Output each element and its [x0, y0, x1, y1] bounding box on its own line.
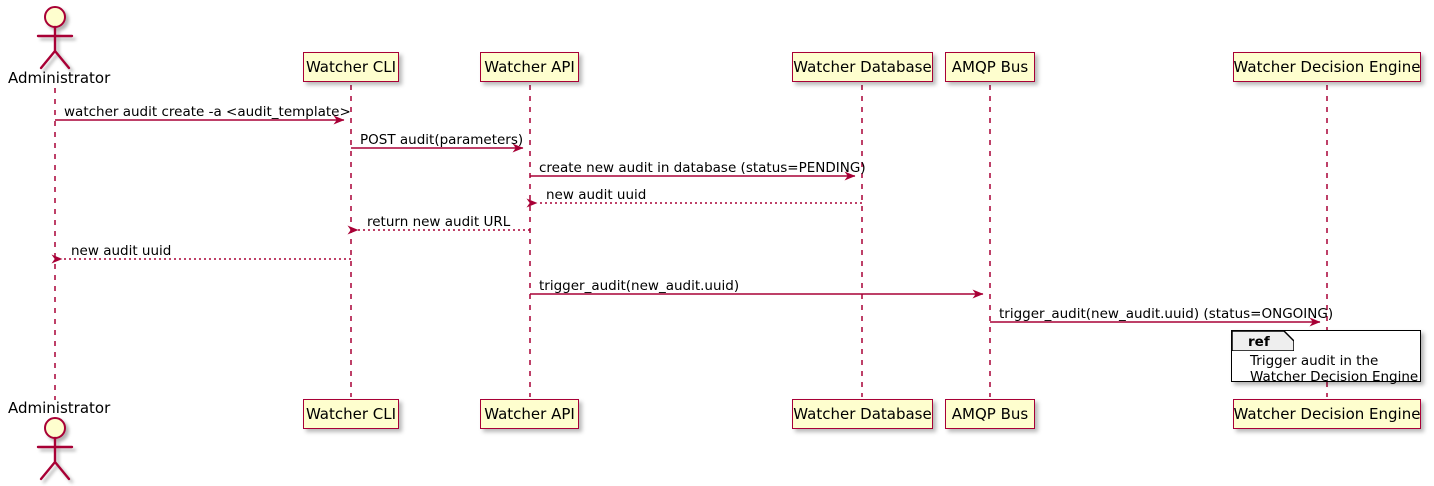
ref-fragment-tab-label: ref [1248, 334, 1270, 350]
message-arrows [51, 115, 1321, 327]
message-label-6: new audit uuid [71, 243, 172, 259]
actor-administrator-top [36, 6, 74, 70]
participant-watcher-database-top[interactable]: Watcher Database [792, 52, 933, 82]
participant-label: Watcher CLI [305, 405, 397, 423]
actor-administrator-bottom [36, 417, 74, 481]
participant-amqp-bus-top[interactable]: AMQP Bus [945, 52, 1035, 82]
lifelines [54, 85, 1328, 400]
participant-watcher-database-bottom[interactable]: Watcher Database [792, 399, 933, 429]
actor-label-administrator-bottom: Administrator [8, 399, 111, 417]
participant-watcher-api-bottom[interactable]: Watcher API [480, 399, 579, 429]
participant-watcher-cli-bottom[interactable]: Watcher CLI [303, 399, 399, 429]
participant-watcher-cli-top[interactable]: Watcher CLI [303, 52, 399, 82]
participant-label: Watcher Decision Engine [1233, 58, 1421, 76]
ref-fragment: ref Trigger audit in the Watcher Decisio… [1231, 330, 1421, 385]
participant-label: Watcher Decision Engine [1233, 405, 1421, 423]
ref-fragment-line-2: Watcher Decision Engine [1250, 369, 1419, 385]
participant-label: Watcher API [484, 58, 575, 76]
message-label-1: watcher audit create -a <audit_template> [64, 104, 351, 120]
participant-label: AMQP Bus [951, 405, 1029, 423]
participant-label: AMQP Bus [951, 58, 1029, 76]
participant-label: Watcher Database [793, 58, 932, 76]
participant-watcher-decision-engine-top[interactable]: Watcher Decision Engine [1233, 52, 1421, 82]
ref-fragment-line-1: Trigger audit in the [1250, 353, 1379, 369]
message-label-2: POST audit(parameters) [360, 132, 524, 148]
participant-watcher-api-top[interactable]: Watcher API [480, 52, 579, 82]
actor-label-administrator-top: Administrator [8, 69, 111, 87]
ref-tab-shape [1232, 331, 1294, 351]
ref-fragment-tab: ref [1232, 331, 1294, 351]
message-label-5: return new audit URL [367, 214, 511, 230]
participant-label: Watcher Database [793, 405, 932, 423]
message-label-7: trigger_audit(new_audit.uuid) [539, 278, 740, 294]
message-label-8: trigger_audit(new_audit.uuid) (status=ON… [999, 306, 1334, 322]
participant-watcher-decision-engine-bottom[interactable]: Watcher Decision Engine [1233, 399, 1421, 429]
participant-label: Watcher API [484, 405, 575, 423]
participant-amqp-bus-bottom[interactable]: AMQP Bus [945, 399, 1035, 429]
message-label-3: create new audit in database (status=PEN… [539, 160, 866, 176]
message-label-4: new audit uuid [546, 187, 647, 203]
participant-label: Watcher CLI [305, 58, 397, 76]
